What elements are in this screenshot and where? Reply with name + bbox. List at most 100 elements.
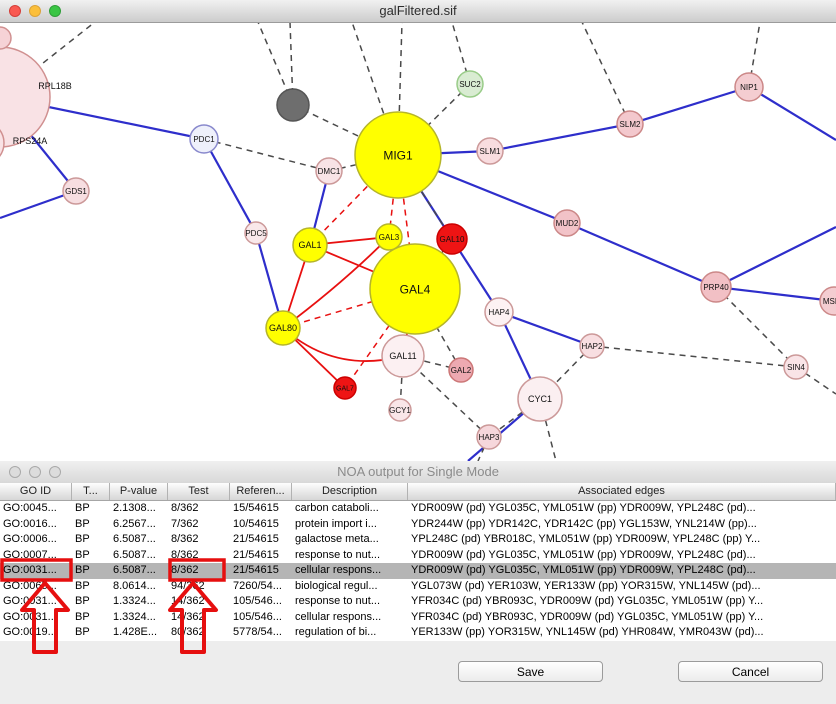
node-label: MSN5: [823, 297, 836, 306]
minimize-button[interactable]: [29, 5, 41, 17]
node-rpl18b[interactable]: [0, 46, 51, 148]
node-gds1[interactable]: [62, 177, 90, 205]
table-cell: GO:0007...: [3, 548, 57, 561]
node-dmc1[interactable]: [315, 157, 343, 185]
edge[interactable]: [203, 138, 257, 234]
node-pdc5[interactable]: [244, 221, 268, 245]
edge[interactable]: [715, 286, 797, 368]
edge[interactable]: [489, 122, 631, 153]
column-header[interactable]: Referen...: [230, 483, 292, 500]
node-slm1[interactable]: [476, 137, 504, 165]
column-header[interactable]: Associated edges: [408, 483, 836, 500]
close-button[interactable]: [9, 466, 21, 478]
table-cell: 21/54615: [233, 564, 279, 576]
table-cell: 6.5087...: [113, 564, 156, 576]
table-cell: 105/546...: [233, 610, 282, 623]
network-window-titlebar[interactable]: galFiltered.sif: [0, 0, 836, 23]
node-gcy1[interactable]: [388, 398, 412, 422]
table-cell: BP: [75, 595, 90, 607]
network-canvas[interactable]: RPL18BRPS24AGDS1PDC1DMC1MIG1SUC2SLM1SLM2…: [0, 22, 836, 461]
table-cell: GO:0031...: [3, 610, 57, 623]
edge[interactable]: [581, 22, 631, 125]
node-mud2[interactable]: [553, 209, 581, 237]
table-cell: YDR244W (pp) YDR142C, YDR142C (pp) YGL15…: [411, 517, 757, 530]
table-cell: 21/54615: [233, 533, 279, 545]
node-corner[interactable]: [0, 26, 12, 50]
node-slm2[interactable]: [616, 110, 644, 138]
table-cell: 21/54615: [233, 548, 279, 561]
node-mig1[interactable]: [354, 111, 442, 199]
node-label: DMC1: [318, 167, 341, 176]
node-gal4[interactable]: [369, 243, 461, 335]
edge[interactable]: [203, 138, 330, 172]
node-gal11[interactable]: [381, 334, 425, 378]
edge[interactable]: [591, 345, 797, 368]
cancel-button[interactable]: Cancel: [678, 661, 823, 682]
node-gal1[interactable]: [292, 227, 328, 263]
node-gal2[interactable]: [448, 357, 474, 383]
column-header[interactable]: Description: [292, 483, 408, 500]
table-cell: 2.1308...: [113, 502, 156, 514]
edge[interactable]: [0, 22, 96, 98]
zoom-button[interactable]: [49, 5, 61, 17]
node-label: GAL7: [336, 386, 354, 393]
edge[interactable]: [292, 104, 399, 156]
node-sin4[interactable]: [783, 354, 809, 380]
zoom-button[interactable]: [49, 466, 61, 478]
edge[interactable]: [402, 355, 490, 438]
edge[interactable]: [715, 226, 836, 288]
node-pdc1[interactable]: [189, 124, 219, 154]
node-gal10[interactable]: [436, 223, 468, 255]
window-controls: [9, 466, 61, 478]
node-label: PDC1: [193, 135, 215, 144]
table-cell: GO:0031...: [3, 564, 57, 576]
node-label: MIG1: [383, 148, 413, 162]
column-header[interactable]: P-value: [110, 483, 168, 500]
edge[interactable]: [715, 285, 835, 303]
node-gal7[interactable]: [333, 376, 357, 400]
minimize-button[interactable]: [29, 466, 41, 478]
node-hap2[interactable]: [579, 333, 605, 359]
edge[interactable]: [566, 221, 717, 289]
node-hap3[interactable]: [476, 424, 502, 450]
edge[interactable]: [397, 83, 471, 156]
node-prp40[interactable]: [700, 271, 732, 303]
node-hap4[interactable]: [484, 297, 514, 327]
edge[interactable]: [344, 288, 416, 389]
node-suc2[interactable]: [456, 70, 484, 98]
edge[interactable]: [309, 154, 399, 246]
table-cell: 14/362: [171, 610, 205, 623]
window-title: NOA output for Single Mode: [337, 464, 499, 479]
column-header[interactable]: Test: [168, 483, 230, 500]
node-gal80[interactable]: [265, 310, 301, 346]
table-cell: galactose meta...: [295, 533, 379, 545]
edge[interactable]: [795, 366, 836, 395]
node-nip1[interactable]: [734, 72, 764, 102]
table-cell: BP: [75, 502, 90, 514]
noa-window-titlebar[interactable]: NOA output for Single Mode: [0, 461, 836, 484]
node-rps24a[interactable]: [0, 121, 5, 165]
edge[interactable]: [498, 310, 593, 348]
table-cell: YPL248C (pd) YBR018C, YML051W (pp) YDR00…: [411, 533, 761, 545]
column-header[interactable]: GO ID: [0, 483, 72, 500]
edge[interactable]: [748, 86, 836, 141]
node-cyc1[interactable]: [517, 376, 563, 422]
save-button[interactable]: Save: [458, 661, 603, 682]
node-gray1[interactable]: [276, 88, 310, 122]
close-button[interactable]: [9, 5, 21, 17]
node-msn5[interactable]: [819, 286, 836, 316]
column-header[interactable]: T...: [72, 483, 110, 500]
edge[interactable]: [629, 85, 750, 126]
node-gal3[interactable]: [375, 223, 403, 251]
